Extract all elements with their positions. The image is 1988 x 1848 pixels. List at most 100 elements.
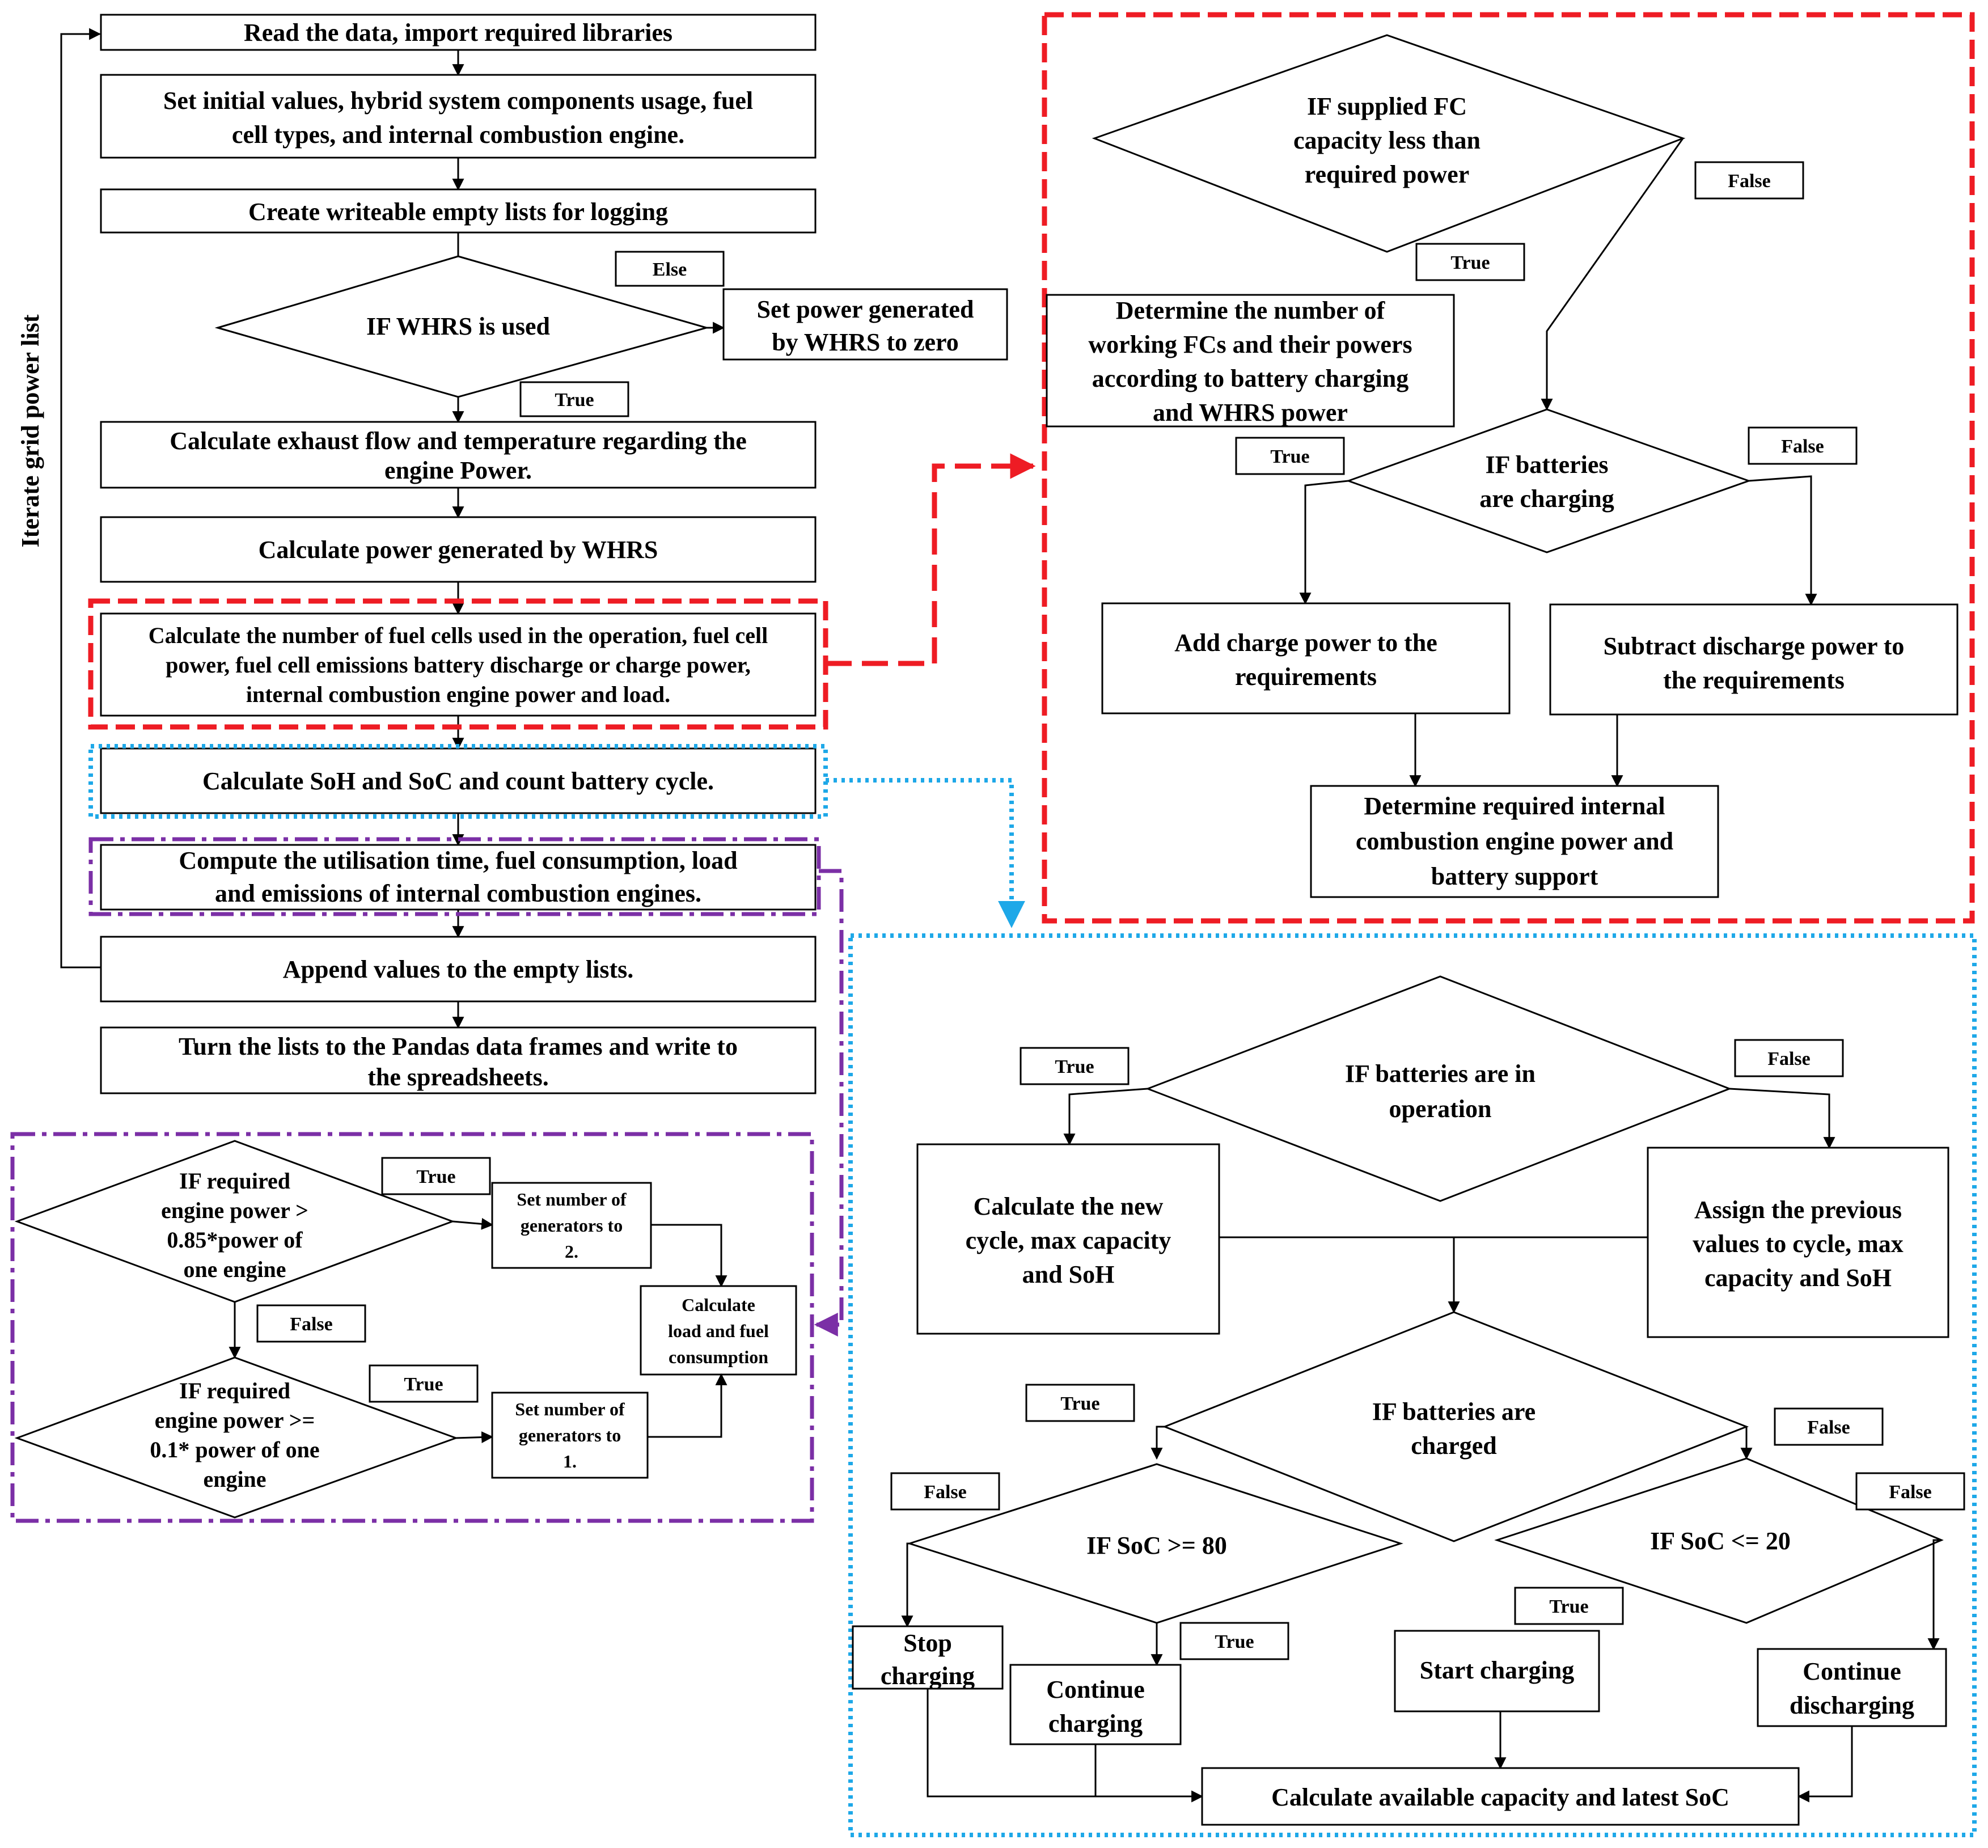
if-085-text-1: IF required	[179, 1168, 290, 1194]
false-label-charged: False	[1807, 1417, 1850, 1438]
calc-fuel-cells-box	[100, 612, 817, 717]
fuel-cell-panel-frame	[1042, 12, 1975, 924]
true-label-soc20: True	[1549, 1596, 1588, 1617]
whrs-zero-text-2: by WHRS to zero	[772, 328, 959, 356]
set-one-text-2: generators to	[519, 1425, 621, 1445]
calc-load-text-3: consumption	[669, 1347, 768, 1367]
add-charge-text-2: requirements	[1235, 663, 1377, 691]
true-label-box-whrs	[519, 381, 629, 417]
add-charge-text-1: Add charge power to the	[1174, 629, 1437, 657]
battery-panel: IF batteries are in operation True False…	[852, 975, 1965, 1826]
if-charging-diamond	[1346, 408, 1752, 553]
if-01-text-4: engine	[203, 1466, 266, 1492]
pandas-text-1: Turn the lists to the Pandas data frames…	[179, 1033, 738, 1060]
true-label-box-fc	[1415, 243, 1525, 281]
false-label-box-soc20	[1855, 1472, 1965, 1511]
false-label-box-charging	[1748, 426, 1858, 465]
false-label-soc80: False	[924, 1482, 967, 1503]
calc-load-text-2: load and fuel	[668, 1321, 769, 1341]
continue-charging-text-1: Continue	[1046, 1676, 1145, 1703]
false-label-box-fc	[1694, 161, 1804, 200]
loop-arrow	[60, 28, 101, 969]
true-label-box-soc80	[1179, 1622, 1289, 1660]
false-label-box-charged	[1774, 1407, 1884, 1446]
true-label-01: True	[404, 1374, 443, 1395]
calc-new-cycle-text-1: Calculate the new	[974, 1192, 1164, 1220]
start-charging-text: Start charging	[1420, 1656, 1575, 1684]
calc-fuel-cells-text-1: Calculate the number of fuel cells used …	[149, 623, 768, 648]
calc-fuel-cells-text-2: power, fuel cell emissions battery disch…	[166, 652, 751, 678]
create-lists-box	[100, 188, 817, 234]
add-charge-box	[1101, 602, 1511, 714]
if-charged-text-2: charged	[1411, 1432, 1497, 1460]
true-label-charged: True	[1060, 1393, 1099, 1414]
pandas-text-2: the spreadsheets.	[367, 1063, 548, 1091]
continue-discharging-text-1: Continue	[1803, 1657, 1901, 1685]
calc-available-text: Calculate available capacity and latest …	[1271, 1783, 1729, 1811]
generator-connector	[814, 869, 844, 1337]
false-label-box-soc80	[890, 1472, 1000, 1511]
read-data-text: Read the data, import required libraries	[244, 19, 672, 46]
calc-whrs-power-box	[100, 516, 817, 583]
true-label-box-operation	[1020, 1047, 1130, 1085]
calc-new-cycle-text-2: cycle, max capacity	[966, 1227, 1171, 1254]
main-flow: Iterate grid power list Read the data, i…	[16, 14, 1008, 1094]
calc-load-text-1: Calculate	[682, 1295, 755, 1315]
subtract-discharge-text-1: Subtract discharge power to	[1604, 632, 1905, 660]
continue-discharging-text-2: discharging	[1790, 1691, 1914, 1719]
subtract-discharge-text-2: the requirements	[1663, 666, 1845, 694]
if-085-text-3: 0.85*power of	[167, 1227, 303, 1253]
set-two-box	[491, 1182, 652, 1269]
if-soc80-text: IF SoC >= 80	[1086, 1532, 1227, 1559]
if-supplied-text-3: required power	[1305, 160, 1469, 188]
calc-load-box	[640, 1285, 797, 1376]
determine-ice-box	[1310, 785, 1719, 898]
highlight-frames	[10, 12, 1977, 1837]
determine-fcs-text-2: working FCs and their powers	[1088, 331, 1412, 358]
true-label-box-soc20	[1514, 1587, 1624, 1625]
assign-previous-text-1: Assign the previous	[1694, 1196, 1902, 1224]
assign-previous-box	[1647, 1147, 1949, 1338]
fuel-cell-connector	[826, 453, 1036, 666]
determine-fcs-text-1: Determine the number of	[1116, 297, 1386, 324]
true-label-operation: True	[1055, 1056, 1094, 1077]
set-initial-text-1: Set initial values, hybrid system compon…	[163, 87, 753, 115]
false-label-085: False	[290, 1314, 333, 1335]
loop-label: Iterate grid power list	[16, 314, 44, 547]
else-label: Else	[653, 259, 687, 280]
if-supplied-text-1: IF supplied FC	[1307, 92, 1467, 120]
if-085-text-4: one engine	[183, 1257, 286, 1282]
true-label-box-charging	[1235, 437, 1345, 475]
if-charging-text-2: are charging	[1479, 485, 1614, 513]
false-label-fc: False	[1728, 171, 1771, 192]
true-label-box-085	[381, 1157, 491, 1195]
read-data-box	[100, 14, 817, 51]
set-one-box	[491, 1392, 649, 1479]
set-two-text-1: Set number of	[517, 1189, 627, 1210]
generator-highlight-frame	[88, 837, 821, 916]
true-label-fc: True	[1450, 252, 1490, 273]
set-initial-box	[100, 74, 817, 159]
calc-soh-text: Calculate SoH and SoC and count battery …	[202, 767, 714, 795]
calc-new-cycle-text-3: and SoH	[1022, 1261, 1115, 1288]
generator-panel-frame	[10, 1132, 814, 1523]
set-one-text-1: Set number of	[515, 1399, 625, 1419]
stop-charging-text-1: Stop	[903, 1629, 952, 1657]
start-charging-box	[1394, 1630, 1600, 1712]
if-01-text-3: 0.1* power of one	[150, 1437, 319, 1462]
else-label-box	[615, 251, 725, 287]
if-whrs-text: IF WHRS is used	[366, 312, 550, 340]
fuel-cell-panel: IF supplied FC capacity less than requir…	[1046, 34, 1959, 898]
determine-ice-text-1: Determine required internal	[1364, 792, 1665, 820]
calc-whrs-power-text: Calculate power generated by WHRS	[259, 536, 658, 564]
true-label-085: True	[416, 1166, 455, 1187]
calc-exhaust-box	[100, 421, 817, 489]
assign-previous-text-3: capacity and SoH	[1704, 1264, 1892, 1292]
false-label-soc20: False	[1889, 1482, 1932, 1503]
set-one-text-3: 1.	[563, 1451, 577, 1471]
set-two-text-2: generators to	[521, 1215, 623, 1236]
if-soc20-text: IF SoC <= 20	[1650, 1527, 1791, 1555]
battery-connector	[826, 778, 1025, 928]
calc-fuel-cells-text-3: internal combustion engine power and loa…	[246, 682, 670, 707]
